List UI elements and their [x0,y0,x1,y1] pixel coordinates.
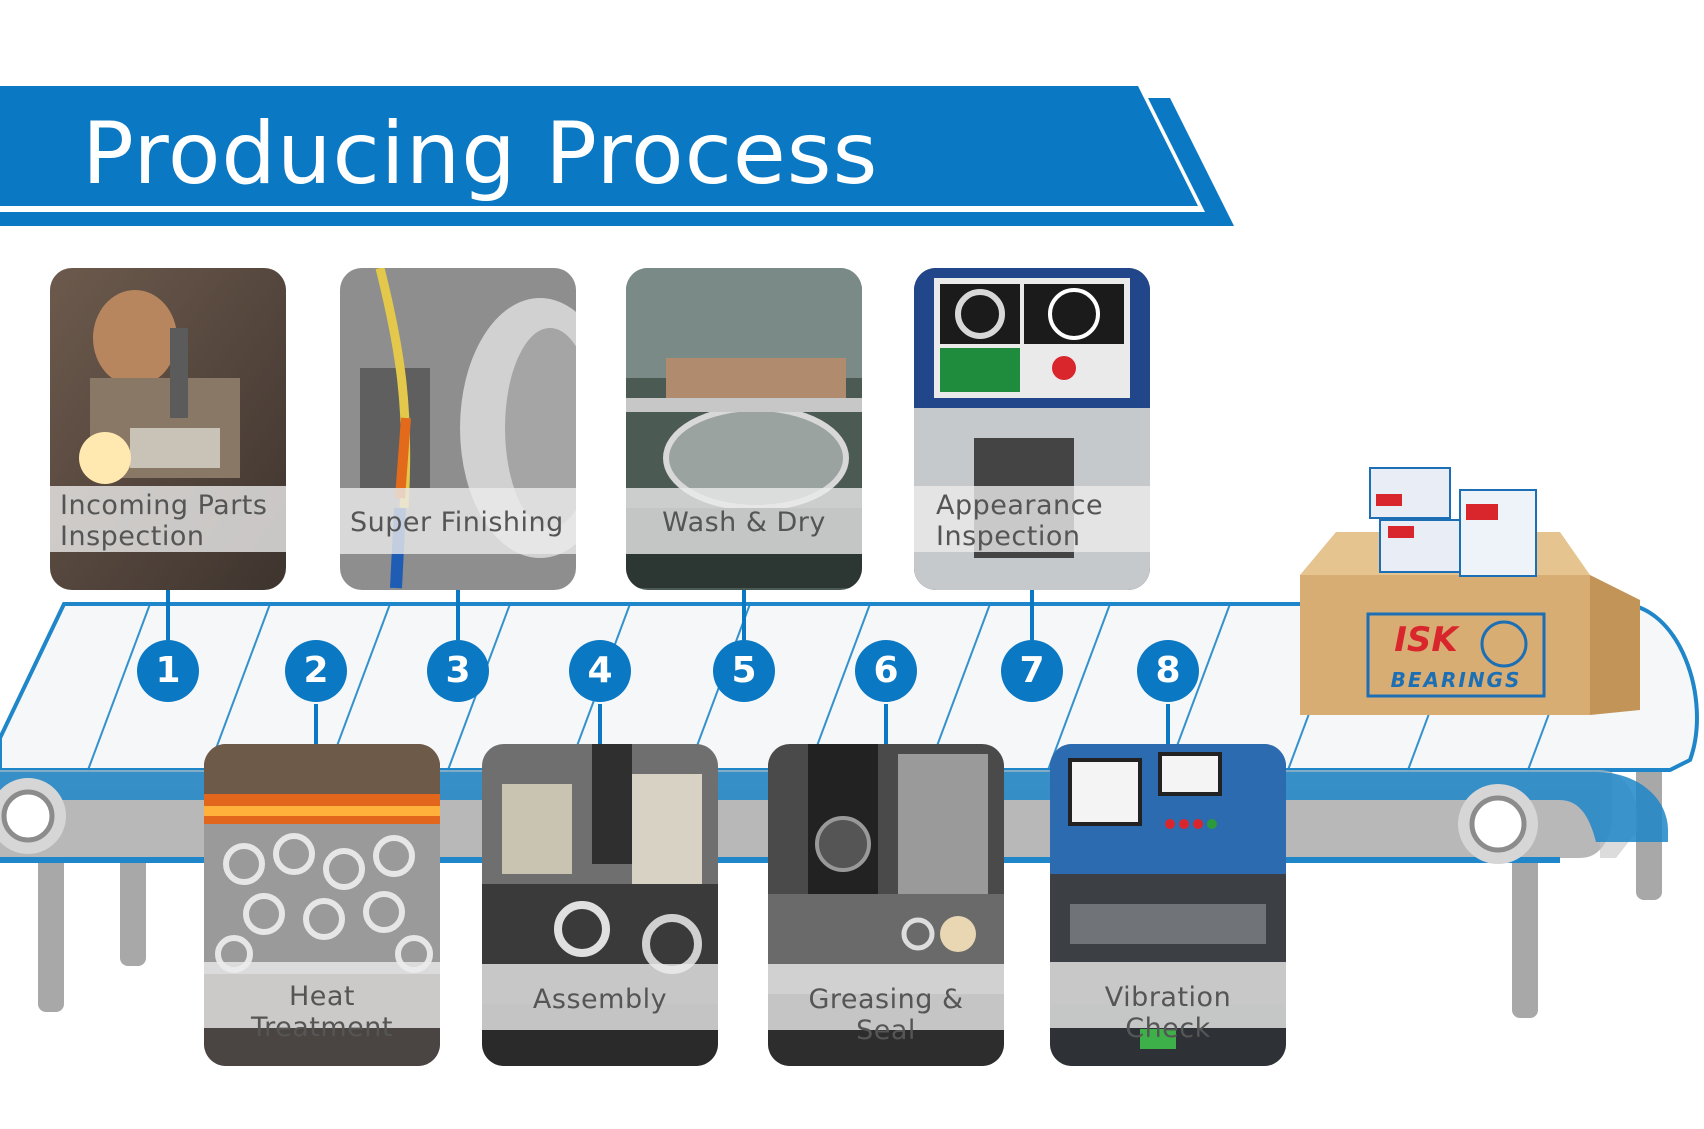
step-label: Heat Treatment [251,981,393,1043]
conveyor-legs [38,740,1662,1018]
step-card-incoming-parts-inspection: Incoming Parts Inspection [50,268,286,590]
step-label-line1: Incoming Parts [60,490,268,521]
step-label: Wash & Dry [662,507,826,538]
step-card-super-finishing: Super Finishing [340,268,576,590]
step-number-badge: 8 [1137,640,1199,702]
page-title: Producing Process [82,104,879,204]
step-label: Assembly [532,984,668,1015]
step-label-line1: Appearance [936,490,1104,521]
step-card-vibration-check: Vibration Check [1050,744,1286,1066]
step-number-badge: 4 [569,640,631,702]
conveyor-rollers [0,778,1538,864]
step-card-appearance-inspection: Appearance Inspection [914,268,1150,590]
step-card-heat-treatment: Heat Treatment [204,744,440,1066]
step-label: Greasing & Seal [808,984,964,1046]
step-label: Vibration Check [1104,982,1232,1044]
box-brand-subtitle: BEARINGS [1390,668,1522,692]
step-card-wash-dry: Wash & Dry [626,268,862,590]
step-number-badge: 2 [285,640,347,702]
step-number-badge: 5 [713,640,775,702]
step-label-line2: Inspection [936,521,1081,552]
product-box-illustration [1300,467,1640,715]
step-number-badge: 3 [427,640,489,702]
step-card-assembly: Assembly [482,744,718,1066]
box-brand-logo: ISK [1394,620,1458,660]
step-number-badge: 1 [137,640,199,702]
step-number-badge: 6 [855,640,917,702]
step-label-line2: Inspection [60,521,205,552]
title-banner [0,86,1234,226]
step-card-greasing-seal: Greasing & Seal [768,744,1004,1066]
step-number-badge: 7 [1001,640,1063,702]
step-label: Super Finishing [350,507,564,538]
